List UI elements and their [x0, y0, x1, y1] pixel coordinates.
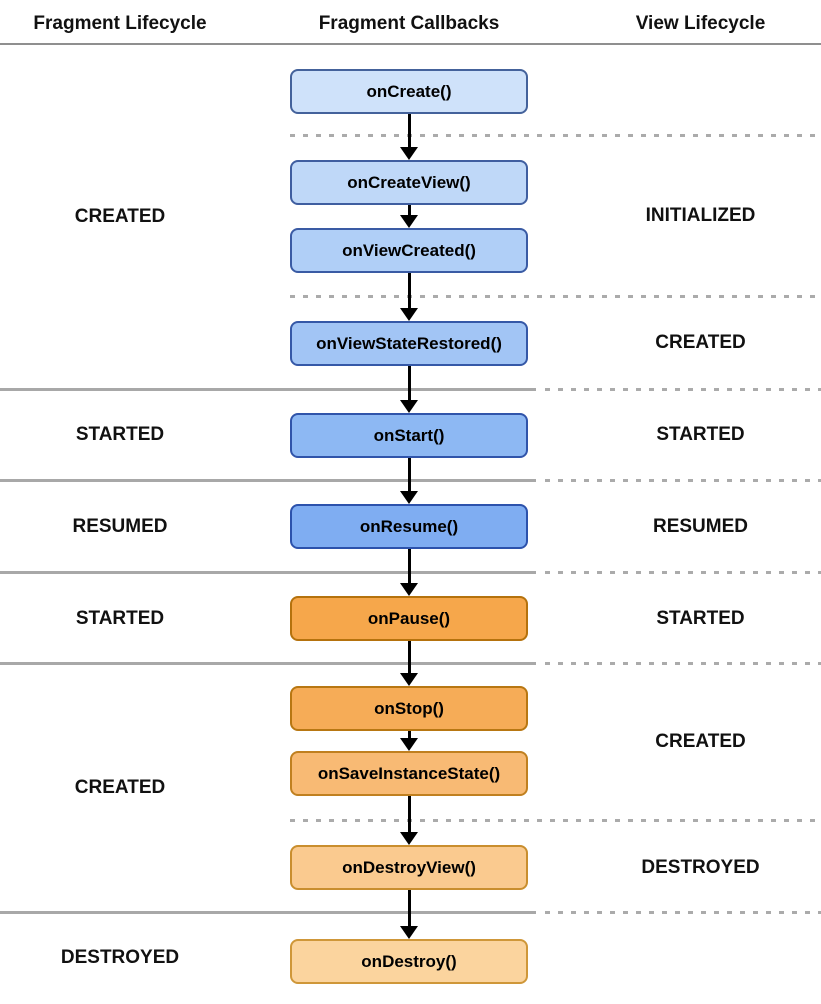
view-divider-dashed [545, 388, 821, 391]
view-divider-dashed [290, 819, 821, 822]
view-state-resumed: RESUMED [652, 516, 748, 537]
callback-box-onpause: onPause() [290, 596, 528, 641]
view-divider-dashed [290, 295, 821, 298]
fragment-state-created: CREATED [74, 206, 166, 227]
down-arrow-icon [400, 926, 418, 939]
header-view-lifecycle: View Lifecycle [635, 13, 766, 34]
down-arrow-icon [400, 308, 418, 321]
header-fragment-callbacks: Fragment Callbacks [318, 13, 500, 34]
view-state-started: STARTED [656, 424, 745, 445]
view-divider-dashed [545, 911, 821, 914]
down-arrow-icon [400, 673, 418, 686]
down-arrow-icon [400, 215, 418, 228]
flow-arrow-shaft [408, 273, 411, 309]
callback-box-onresume: onResume() [290, 504, 528, 549]
view-divider-dashed [545, 479, 821, 482]
down-arrow-icon [400, 832, 418, 845]
down-arrow-icon [400, 147, 418, 160]
callback-box-ondestroyview: onDestroyView() [290, 845, 528, 890]
view-state-created: CREATED [655, 731, 746, 752]
fragment-divider-solid [0, 479, 536, 482]
header-fragment-lifecycle: Fragment Lifecycle [33, 13, 207, 34]
callback-box-onstart: onStart() [290, 413, 528, 458]
flow-arrow-shaft [408, 114, 411, 148]
view-state-started: STARTED [656, 608, 745, 629]
callback-box-ondestroy: onDestroy() [290, 939, 528, 984]
down-arrow-icon [400, 491, 418, 504]
flow-arrow-shaft [408, 366, 411, 401]
fragment-state-resumed: RESUMED [72, 516, 168, 537]
fragment-state-started: STARTED [75, 424, 165, 445]
fragment-divider-solid [0, 571, 536, 574]
callback-box-onstop: onStop() [290, 686, 528, 731]
fragment-state-started: STARTED [75, 608, 165, 629]
callback-box-onsaveinstancestate: onSaveInstanceState() [290, 751, 528, 796]
fragment-state-destroyed: DESTROYED [60, 947, 180, 968]
view-divider-dashed [290, 134, 821, 137]
view-state-initialized: INITIALIZED [645, 205, 756, 226]
flow-arrow-shaft [408, 890, 411, 927]
flow-arrow-shaft [408, 641, 411, 674]
callback-box-onviewcreated: onViewCreated() [290, 228, 528, 273]
down-arrow-icon [400, 738, 418, 751]
callback-box-oncreate: onCreate() [290, 69, 528, 114]
flow-arrow-shaft [408, 205, 411, 216]
view-state-created: CREATED [655, 332, 746, 353]
down-arrow-icon [400, 583, 418, 596]
view-divider-dashed [545, 662, 821, 665]
flow-arrow-shaft [408, 796, 411, 833]
fragment-divider-solid [0, 662, 536, 665]
view-state-destroyed: DESTROYED [641, 857, 760, 878]
header-divider-line [0, 43, 821, 45]
view-divider-dashed [545, 571, 821, 574]
flow-arrow-shaft [408, 549, 411, 584]
callback-box-oncreateview: onCreateView() [290, 160, 528, 205]
flow-arrow-shaft [408, 458, 411, 492]
flow-arrow-shaft [408, 731, 411, 739]
callback-box-onviewstaterestored: onViewStateRestored() [290, 321, 528, 366]
fragment-state-created: CREATED [74, 777, 166, 798]
fragment-divider-solid [0, 388, 536, 391]
down-arrow-icon [400, 400, 418, 413]
fragment-divider-solid [0, 911, 536, 914]
